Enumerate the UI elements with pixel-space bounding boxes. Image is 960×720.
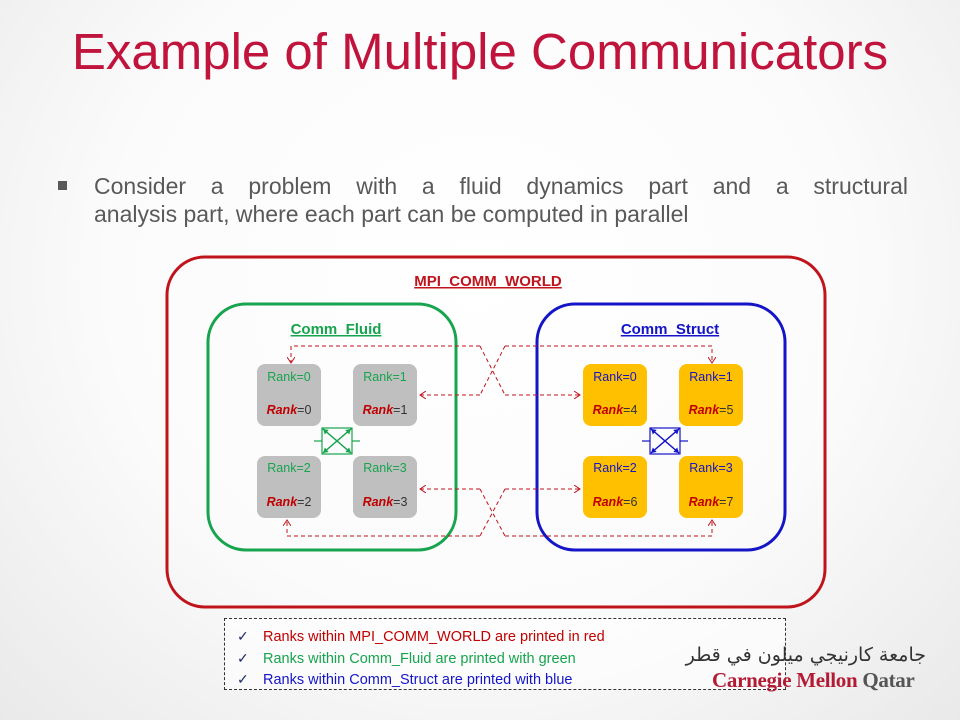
fluid-node-3-local-rank: Rank=3 bbox=[363, 461, 406, 475]
inter-communicator-links bbox=[287, 345, 712, 537]
link-top-cross bbox=[479, 345, 506, 396]
logo-suffix: Qatar bbox=[862, 668, 915, 692]
fluid-node-2 bbox=[257, 456, 321, 518]
logo-arabic-text: جامعة كارنيجي ميلون في قطر bbox=[685, 644, 927, 666]
struct-node-3 bbox=[679, 456, 743, 518]
fluid-nodes bbox=[257, 364, 417, 518]
struct-communicator-label: Comm_Struct bbox=[621, 321, 719, 338]
struct-communicator-box bbox=[535, 302, 787, 552]
world-communicator-box bbox=[165, 255, 827, 609]
fluid-node-0 bbox=[257, 364, 321, 426]
checkmark-icon: ✓ bbox=[237, 650, 249, 666]
struct-node-2 bbox=[583, 456, 647, 518]
university-logo: جامعة كارنيجي ميلون في قطر Carnegie Mell… bbox=[686, 644, 944, 694]
struct-node-1 bbox=[679, 364, 743, 426]
struct-node-labels: Rank=0 Rank=4 Rank=1 Rank=5 Rank=2 Rank=… bbox=[593, 370, 734, 509]
fluid-communicator-label: Comm_Fluid bbox=[291, 321, 382, 338]
fluid-node-3-world-rank: Rank=3 bbox=[363, 495, 408, 509]
fluid-node-1-world-rank: Rank=1 bbox=[363, 403, 408, 417]
struct-node-3-world-rank: Rank=7 bbox=[689, 495, 734, 509]
bullet-square-icon bbox=[58, 181, 67, 190]
legend-item-text: Ranks within Comm_Fluid are printed with… bbox=[263, 651, 576, 667]
struct-node-3-local-rank: Rank=3 bbox=[689, 461, 732, 475]
struct-node-0 bbox=[583, 364, 647, 426]
struct-node-1-local-rank: Rank=1 bbox=[689, 370, 732, 384]
bullet-line-2: analysis part, where each part can be co… bbox=[94, 201, 689, 227]
fluid-node-1 bbox=[353, 364, 417, 426]
struct-all-to-all-connector bbox=[642, 427, 688, 455]
fluid-all-to-all-connector bbox=[314, 427, 360, 455]
bullet-text: Consider a problem with a fluid dynamics… bbox=[94, 172, 908, 228]
fluid-connector-diag-4 bbox=[322, 428, 352, 454]
bullet-point: Consider a problem with a fluid dynamics… bbox=[58, 172, 908, 228]
legend-item-world: ✓ Ranks within MPI_COMM_WORLD are printed… bbox=[237, 627, 605, 646]
struct-node-0-local-rank: Rank=0 bbox=[593, 370, 636, 384]
legend-item-fluid: ✓ Ranks within Comm_Fluid are printed wit… bbox=[237, 649, 576, 668]
fluid-node-1-local-rank: Rank=1 bbox=[363, 370, 406, 384]
legend-item-struct: ✓ Ranks within Comm_Struct are printed wi… bbox=[237, 670, 572, 689]
fluid-node-2-world-rank: Rank=2 bbox=[267, 495, 312, 509]
struct-node-2-local-rank: Rank=2 bbox=[593, 461, 636, 475]
fluid-node-0-local-rank: Rank=0 bbox=[267, 370, 310, 384]
fluid-node-0-world-rank: Rank=0 bbox=[267, 403, 312, 417]
legend-box: ✓ Ranks within MPI_COMM_WORLD are printed… bbox=[224, 618, 786, 690]
struct-nodes bbox=[583, 364, 743, 518]
bullet-line-1: Consider a problem with a fluid dynamics… bbox=[94, 173, 908, 199]
link-fluid0-struct1 bbox=[291, 345, 480, 363]
fluid-node-labels: Rank=0 Rank=0 Rank=1 Rank=1 Rank=2 Rank=… bbox=[267, 370, 408, 509]
link-fluid2-struct3 bbox=[287, 520, 480, 537]
link-struct1-fluid0 bbox=[505, 345, 712, 363]
legend-item-text: Ranks within MPI_COMM_WORLD are printed … bbox=[263, 629, 605, 645]
fluid-node-2-local-rank: Rank=2 bbox=[267, 461, 310, 475]
fluid-communicator-box bbox=[206, 302, 458, 552]
world-communicator-label: MPI_COMM_WORLD bbox=[414, 273, 562, 290]
struct-node-1-world-rank: Rank=5 bbox=[689, 403, 734, 417]
link-struct3-fluid2 bbox=[505, 520, 712, 537]
struct-node-0-world-rank: Rank=4 bbox=[593, 403, 638, 417]
page-title: Example of Multiple Communicators bbox=[71, 23, 889, 80]
logo-english-text: Carnegie Mellon Qatar bbox=[712, 668, 915, 693]
struct-node-2-world-rank: Rank=6 bbox=[593, 495, 638, 509]
checkmark-icon: ✓ bbox=[237, 671, 249, 687]
fluid-node-3 bbox=[353, 456, 417, 518]
link-bottom-cross bbox=[479, 488, 506, 537]
logo-name: Carnegie Mellon bbox=[712, 668, 858, 692]
legend-item-text: Ranks within Comm_Struct are printed wit… bbox=[263, 672, 573, 688]
checkmark-icon: ✓ bbox=[237, 628, 249, 644]
struct-connector-diag-4 bbox=[650, 428, 680, 454]
